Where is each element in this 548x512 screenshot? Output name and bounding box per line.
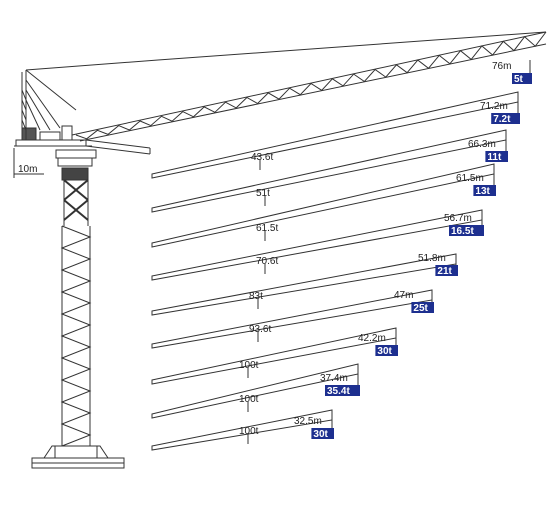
mid-load-label: 43.6t xyxy=(251,152,273,163)
tip-load-label: 21t xyxy=(437,266,452,277)
crane-base xyxy=(31,445,125,469)
jib-outline xyxy=(151,209,483,281)
radius-label: 66.3m xyxy=(468,139,496,150)
jib-outline xyxy=(151,91,519,179)
tip-load-badge xyxy=(512,73,532,84)
tip-load-badge xyxy=(311,428,334,439)
jib-outline xyxy=(151,253,457,316)
tip-load-label: 5t xyxy=(514,74,524,85)
tip-load-label: 30t xyxy=(377,346,392,357)
radius-label: 56.7m xyxy=(444,213,472,224)
tip-load-badge xyxy=(411,302,434,313)
tower-head-section xyxy=(55,149,97,221)
mid-load-label: 70.6t xyxy=(256,256,278,267)
tip-load-badge xyxy=(435,265,458,276)
a-frame xyxy=(21,69,77,140)
tip-load-label: 25t xyxy=(413,303,428,314)
jib-outline xyxy=(151,129,507,213)
radius-label: 76m xyxy=(492,61,511,72)
jib-outline xyxy=(151,163,495,248)
tip-load-label: 7.2t xyxy=(493,114,511,125)
radius-label: 47m xyxy=(394,290,413,301)
radius-label: 37.4m xyxy=(320,373,348,384)
tip-load-badge xyxy=(325,385,360,396)
tip-load-badge xyxy=(485,151,508,162)
mid-load-label: 100t xyxy=(239,360,259,371)
luffing-jib xyxy=(25,31,547,142)
slewing-platform xyxy=(14,125,151,155)
tip-load-label: 35.4t xyxy=(327,386,350,397)
tip-load-label: 30t xyxy=(313,429,328,440)
tip-load-badge xyxy=(491,113,520,124)
tip-load-badge xyxy=(473,185,496,196)
radius-label: 32.5m xyxy=(294,416,322,427)
mid-load-label: 61.5t xyxy=(256,223,278,234)
mid-load-label: 51t xyxy=(256,188,270,199)
radius-label: 51.8m xyxy=(418,253,446,264)
mid-load-label: 100t xyxy=(239,426,259,437)
mid-load-label: 93.6t xyxy=(249,324,271,335)
radius-label: 71.2m xyxy=(480,101,508,112)
dimension-10m xyxy=(13,148,44,178)
radius-label: 42.2m xyxy=(358,333,386,344)
mid-load-label: 83t xyxy=(249,291,263,302)
dimension-label: 10m xyxy=(18,164,37,175)
radius-label: 61.5m xyxy=(456,173,484,184)
mid-load-label: 100t xyxy=(239,394,259,405)
tower-mast xyxy=(60,180,92,447)
tip-load-label: 13t xyxy=(475,186,490,197)
tip-load-badge xyxy=(375,345,398,356)
tip-load-label: 16.5t xyxy=(451,226,474,237)
tip-load-label: 11t xyxy=(487,152,502,163)
tip-load-badge xyxy=(449,225,484,236)
